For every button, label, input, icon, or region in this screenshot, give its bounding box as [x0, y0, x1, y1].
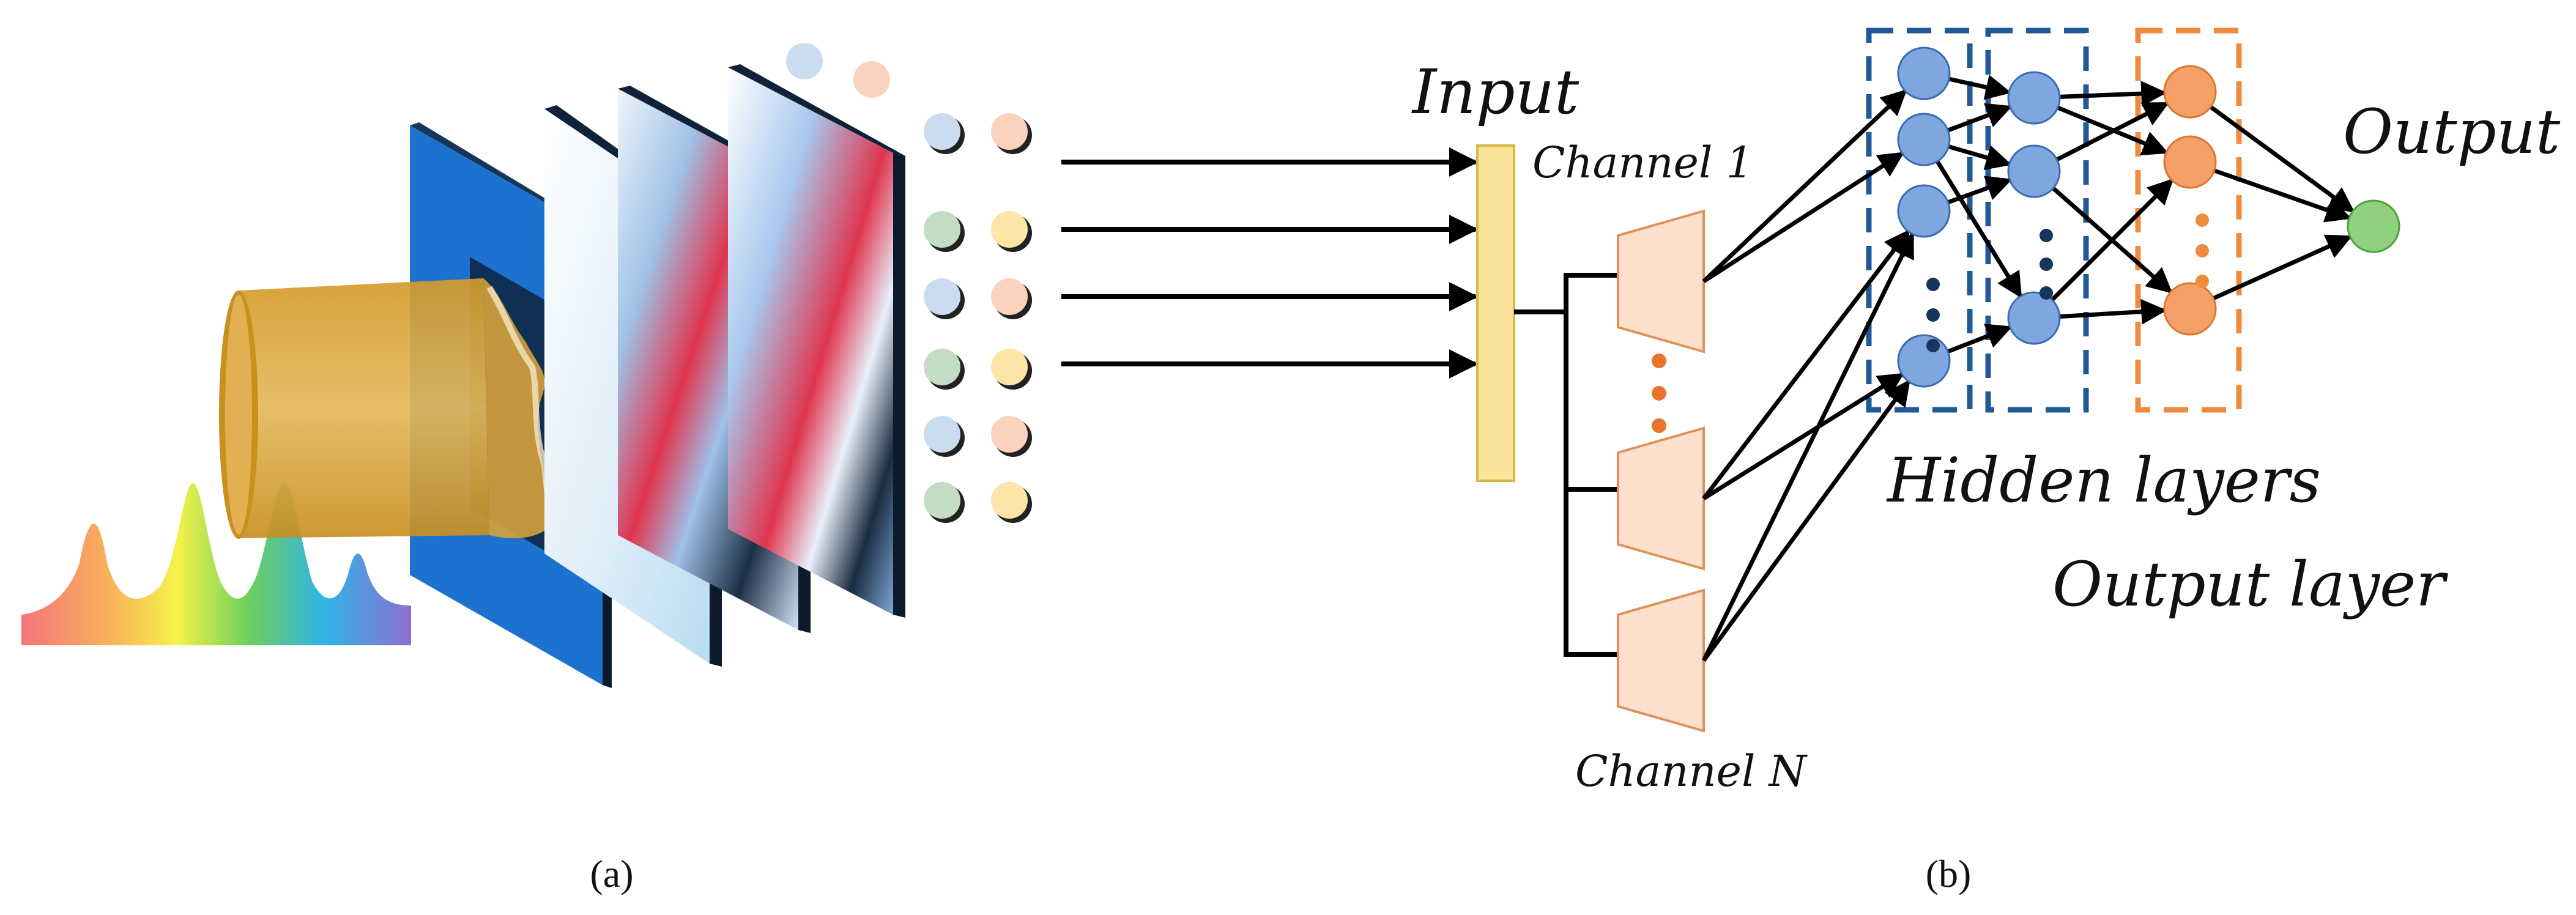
- output-layer-node: [2163, 65, 2217, 119]
- network-edge: [2032, 169, 2173, 294]
- ellipsis-dot: [1652, 386, 1666, 401]
- network-edges: [1701, 71, 2355, 662]
- caption-b: (b): [1926, 852, 1972, 895]
- network-edge: [1702, 89, 1907, 283]
- network-edge: [2032, 178, 2174, 320]
- channel-block-n: [1617, 588, 1705, 733]
- detector-dot: [991, 211, 1028, 248]
- hidden-node: [1897, 184, 1951, 238]
- network-edge: [2189, 234, 2353, 311]
- ellipsis-dot: [1926, 339, 1940, 352]
- ellipsis-dot: [2040, 229, 2053, 242]
- ellipsis-dot: [2196, 213, 2209, 227]
- detector-dot: [924, 113, 960, 150]
- network-edge: [1702, 229, 1910, 500]
- ellipsis-dot: [2196, 244, 2209, 257]
- network-edge: [1702, 151, 1905, 283]
- network-edge: [1702, 379, 1910, 662]
- detector-dot: [991, 113, 1028, 150]
- network-edge: [2189, 160, 2352, 223]
- detector-dot: [786, 43, 823, 80]
- channel-n-label: Channel N: [1575, 746, 1808, 796]
- output-layer-node: [2163, 135, 2217, 189]
- network-edge: [2188, 90, 2355, 213]
- hidden-node: [1897, 334, 1951, 388]
- hidden-node: [2007, 71, 2061, 125]
- channel-connector: [1514, 273, 1618, 657]
- output-layer-label: Output layer: [2052, 549, 2448, 620]
- ellipsis-dot: [1652, 418, 1666, 433]
- detector-dot: [924, 211, 960, 248]
- detector-dot: [924, 416, 960, 453]
- hidden-node: [2007, 144, 2061, 198]
- hidden-node: [1897, 113, 1951, 166]
- hidden-node: [2007, 291, 2061, 345]
- network-edge: [1922, 138, 2022, 298]
- hidden-layer-box-2: [1985, 28, 2089, 413]
- hidden-layer-box-1: [1866, 28, 1973, 413]
- detector-dot: [991, 278, 1028, 315]
- ellipsis-dot: [1926, 278, 1940, 291]
- detector-dot: [991, 416, 1028, 453]
- detector-dot: [991, 482, 1028, 519]
- network-edge: [1701, 231, 1915, 662]
- hidden-layers-label: Hidden layers: [1886, 445, 2321, 516]
- ellipsis-dot: [2040, 286, 2053, 300]
- input-layer-bar: [1476, 144, 1515, 482]
- ellipsis-dot: [1926, 308, 1940, 322]
- ellipsis-dot: [1652, 354, 1666, 368]
- spectrum-icon: [21, 483, 411, 645]
- network-edge: [1702, 372, 1904, 500]
- output-layer-box: [2135, 28, 2242, 413]
- input-label: Input: [1411, 56, 1579, 128]
- detector-array: [786, 43, 1032, 523]
- panel-a: (a): [21, 43, 1032, 895]
- output-node: [2347, 199, 2400, 253]
- channel-block-1: [1617, 209, 1705, 354]
- hidden-node: [1897, 46, 1951, 100]
- detector-dot: [924, 278, 960, 315]
- channel-block-2: [1617, 426, 1705, 571]
- detector-dot: [924, 349, 960, 385]
- light-beam-cylinder: [219, 278, 554, 539]
- output-label: Output: [2343, 96, 2561, 168]
- caption-a: (a): [590, 852, 633, 895]
- ellipsis-dot: [2196, 275, 2209, 288]
- detector-dot: [924, 482, 960, 519]
- ellipsis-dot: [2040, 257, 2053, 271]
- network-nodes: [1897, 46, 2400, 388]
- pattern-plate-2: [728, 64, 905, 618]
- detector-dot: [991, 349, 1028, 385]
- panel-b: Input Channel 1 Channel N: [1061, 28, 2561, 895]
- output-layer-node: [2163, 282, 2217, 336]
- channel-1-label: Channel 1: [1532, 138, 1753, 188]
- detector-dot: [853, 61, 890, 98]
